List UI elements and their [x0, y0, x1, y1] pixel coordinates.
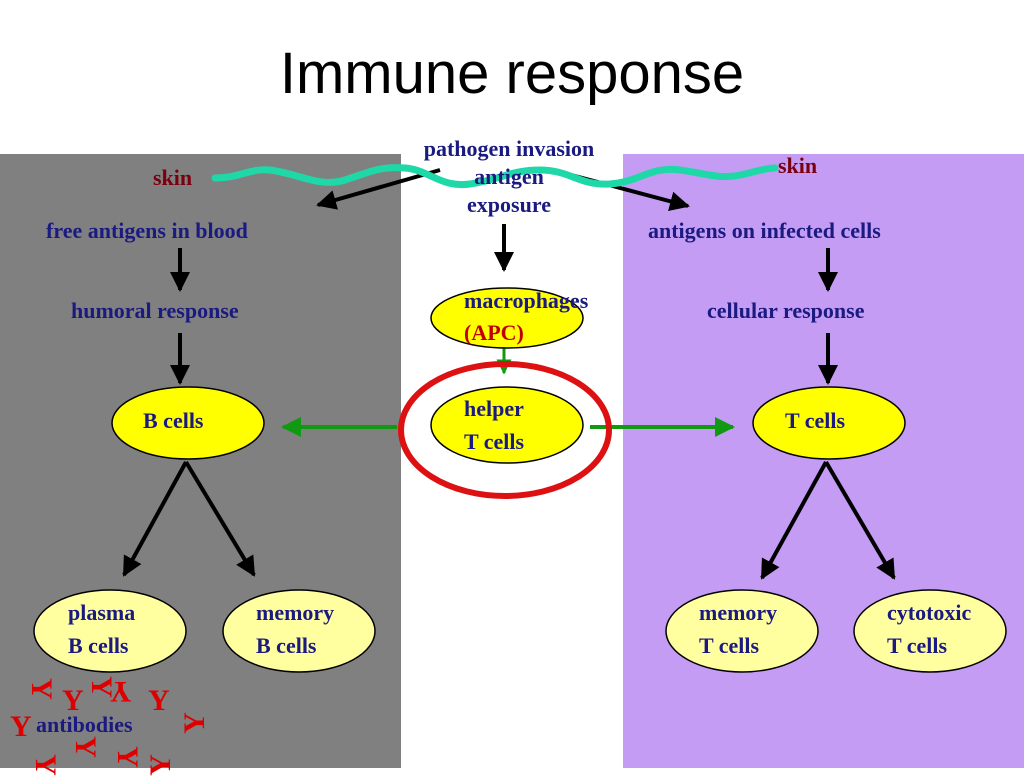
arrow-tcells-to-cytotoxic — [824, 460, 896, 580]
arrow-to-free-antigens — [316, 168, 441, 210]
plasma-b-cells-label: B cells — [68, 633, 129, 658]
antibodies-label: antibodies — [36, 712, 133, 737]
antibody-icon: Y — [24, 678, 58, 700]
plasma-b-cells-cell — [33, 589, 187, 673]
skin-label-right: skin — [778, 153, 818, 178]
b-cells-cell — [111, 386, 265, 460]
cytotoxic-t-cells-label: T cells — [887, 633, 948, 658]
antigen-label: antigen — [474, 164, 544, 189]
macrophages-label: macrophages — [464, 288, 589, 313]
antibody-icon: Y — [10, 710, 32, 743]
antibody-icon: Y — [143, 754, 177, 776]
arrow-bcells-to-plasma — [122, 461, 188, 577]
helper-t-cells-cell — [430, 386, 584, 464]
antibody-icon: Y — [110, 675, 132, 708]
cellular-response-label: cellular response — [707, 298, 865, 323]
memory-b-label: memory — [256, 600, 335, 625]
apc-label: (APC) — [464, 320, 524, 345]
plasma-label: plasma — [68, 600, 136, 625]
pathogen-invasion-label: pathogen invasion — [423, 136, 595, 161]
cytotoxic-label: cytotoxic — [887, 600, 972, 625]
memory-t-cells-label: T cells — [699, 633, 760, 658]
infected-cells-label: antigens on infected cells — [648, 218, 881, 243]
antibody-icon: Y — [110, 746, 144, 768]
humoral-response-label: humoral response — [71, 298, 239, 323]
antibody-icon: Y — [68, 736, 102, 758]
exposure-label: exposure — [467, 192, 551, 217]
slide-title: Immune response — [279, 41, 745, 106]
memory-t-label: memory — [699, 600, 778, 625]
memory-t-cells-cell — [665, 589, 819, 673]
arrow-bcells-to-memory-b — [184, 460, 256, 577]
t-cells-label: T cells — [785, 408, 846, 433]
cytotoxic-t-cells-cell — [853, 589, 1007, 673]
helper-highlight-ring — [398, 361, 612, 499]
skin-label-left: skin — [153, 165, 193, 190]
helper-label: helper — [464, 396, 524, 421]
antibody-icon: Y — [177, 712, 211, 734]
t-cells-cell — [752, 386, 906, 460]
arrow-tcells-to-memory-t — [760, 461, 828, 580]
free-antigens-label: free antigens in blood — [46, 218, 248, 243]
macrophages-cell — [430, 287, 584, 349]
antibody-icon: Y — [148, 684, 170, 717]
helper-t-cells-label: T cells — [464, 429, 525, 454]
antibody-icon: Y — [62, 684, 84, 717]
memory-b-cells-cell — [222, 589, 376, 673]
skin-wave — [211, 164, 779, 189]
b-cells-label: B cells — [143, 408, 204, 433]
memory-b-cells-label: B cells — [256, 633, 317, 658]
antibody-icon: Y — [28, 754, 62, 776]
